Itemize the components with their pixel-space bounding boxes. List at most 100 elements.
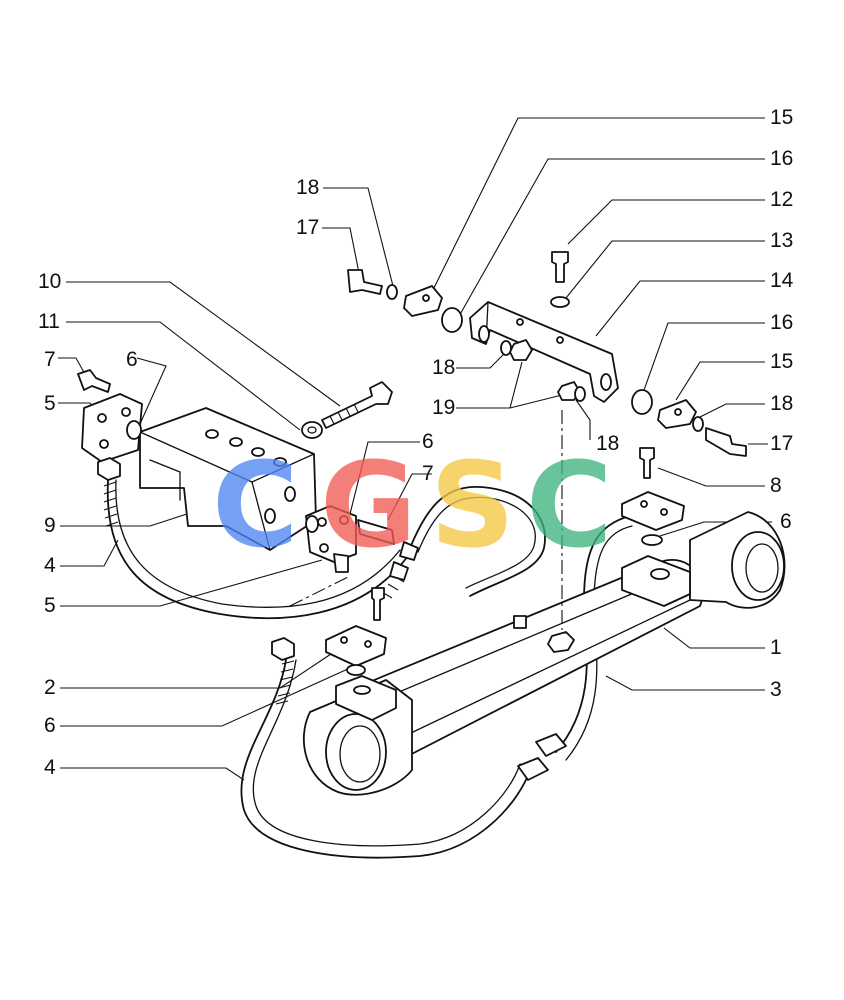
watermark-letter-4: C <box>526 436 613 574</box>
leader-1 <box>663 627 765 649</box>
leader-5-lower <box>60 559 323 607</box>
leader-19 <box>456 361 523 409</box>
callout-6-right: 6 <box>780 510 792 533</box>
bracket-14 <box>469 301 619 403</box>
callout-19: 19 <box>432 396 455 419</box>
callout-6-lower: 6 <box>44 714 56 737</box>
base-eye-bore <box>325 713 387 791</box>
hose-hatching <box>103 481 405 705</box>
callout-12: 12 <box>770 188 793 211</box>
callout-10: 10 <box>38 270 61 293</box>
rubber-16-right <box>631 389 653 415</box>
callout-17-top: 17 <box>296 216 319 239</box>
callout-6-mid: 6 <box>422 430 434 453</box>
callout-11: 11 <box>38 310 60 333</box>
leader-4-upper <box>60 539 119 567</box>
clamp-15-top <box>403 285 443 317</box>
watermark-letter-2: G <box>320 436 417 574</box>
callout-18-right: 18 <box>770 392 793 415</box>
port-block-base <box>335 675 397 721</box>
nut-19-a <box>509 339 533 361</box>
callout-4-upper: 4 <box>44 554 56 577</box>
callout-9: 9 <box>44 514 56 537</box>
callout-15-top: 15 <box>770 106 793 129</box>
pipe-top-inner <box>417 496 536 589</box>
callout-2: 2 <box>44 676 56 699</box>
leader-6-mid <box>349 441 420 515</box>
long-bolt-and-washer <box>301 381 393 439</box>
leader-7-mid <box>387 473 432 521</box>
valve-block <box>77 369 395 573</box>
rubber-16-top <box>441 307 463 333</box>
leader-18-right <box>697 403 765 419</box>
callout-3: 3 <box>770 678 782 701</box>
rod-eye-bore <box>731 531 785 601</box>
leader-7-left <box>58 357 87 377</box>
leader-3 <box>605 675 765 691</box>
leader-15-right <box>675 361 765 401</box>
long-bolt <box>321 381 393 429</box>
bolt-12 <box>551 251 569 283</box>
right-port-flange <box>621 491 685 546</box>
callout-18-lower: 18 <box>596 432 619 455</box>
callout-16-right: 16 <box>770 311 793 334</box>
hose-fittings <box>97 457 567 781</box>
bolt-17-top <box>347 269 383 295</box>
washer-13 <box>550 296 570 308</box>
callout-4-lower: 4 <box>44 756 56 779</box>
leader-4-lower <box>60 767 245 781</box>
leader-6-lower <box>60 667 351 727</box>
centreline-2 <box>289 575 351 607</box>
callout-7-left: 7 <box>44 348 56 371</box>
callout-5-left: 5 <box>44 392 56 415</box>
hose-upper-outer <box>106 479 409 620</box>
callout-13: 13 <box>770 229 793 252</box>
o-ring-left <box>126 420 142 440</box>
leader-18-lower <box>575 399 591 440</box>
leader-15-top <box>427 117 765 301</box>
left-port-flange <box>325 587 387 676</box>
leader-18-top <box>323 187 395 291</box>
callout-8: 8 <box>770 474 782 497</box>
port-block-rod <box>621 555 691 607</box>
watermark-letter-1: C <box>212 436 299 574</box>
hose-lower-outer <box>240 659 531 859</box>
callout-labels: 15 16 18 12 17 13 10 14 11 16 7 6 15 18 … <box>38 106 794 779</box>
callout-6-left: 6 <box>126 348 138 371</box>
leader-16-right <box>643 322 765 391</box>
hydraulic-cylinder <box>302 511 786 796</box>
pipe-clamp-nut <box>547 631 575 653</box>
bolt-left <box>77 369 111 393</box>
leader-16-top <box>457 158 765 319</box>
callout-18-mid: 18 <box>432 356 455 379</box>
bolt-mid <box>357 519 395 545</box>
leader-14 <box>595 280 765 337</box>
callout-16-top: 16 <box>770 147 793 170</box>
bolt-17-right <box>705 427 747 457</box>
callout-15-right: 15 <box>770 350 793 373</box>
leader-17-top <box>322 227 361 279</box>
hose-lower-inner <box>252 659 521 847</box>
callout-18-top: 18 <box>296 176 319 199</box>
leader-13 <box>565 240 765 299</box>
leader-12 <box>567 199 765 245</box>
leader-10 <box>66 281 341 407</box>
leader-19-b <box>509 393 567 409</box>
bolt-8 <box>639 447 655 479</box>
pipe-top-outer <box>409 486 546 597</box>
callout-17-right: 17 <box>770 432 793 455</box>
leader-2 <box>60 651 335 689</box>
watermark-logo: C G S C <box>212 436 613 574</box>
leader-18-mid <box>456 349 509 369</box>
leader-8 <box>657 467 765 487</box>
callout-1: 1 <box>770 636 782 659</box>
leader-6-left <box>136 357 167 425</box>
bracket-assembly <box>289 251 747 630</box>
watermark-letter-3: S <box>430 436 515 574</box>
leader-11 <box>66 321 301 431</box>
callout-5-lower: 5 <box>44 594 56 617</box>
callout-7-mid: 7 <box>422 462 434 485</box>
leader-lines <box>58 117 772 781</box>
hose-upper-inner <box>115 479 401 609</box>
